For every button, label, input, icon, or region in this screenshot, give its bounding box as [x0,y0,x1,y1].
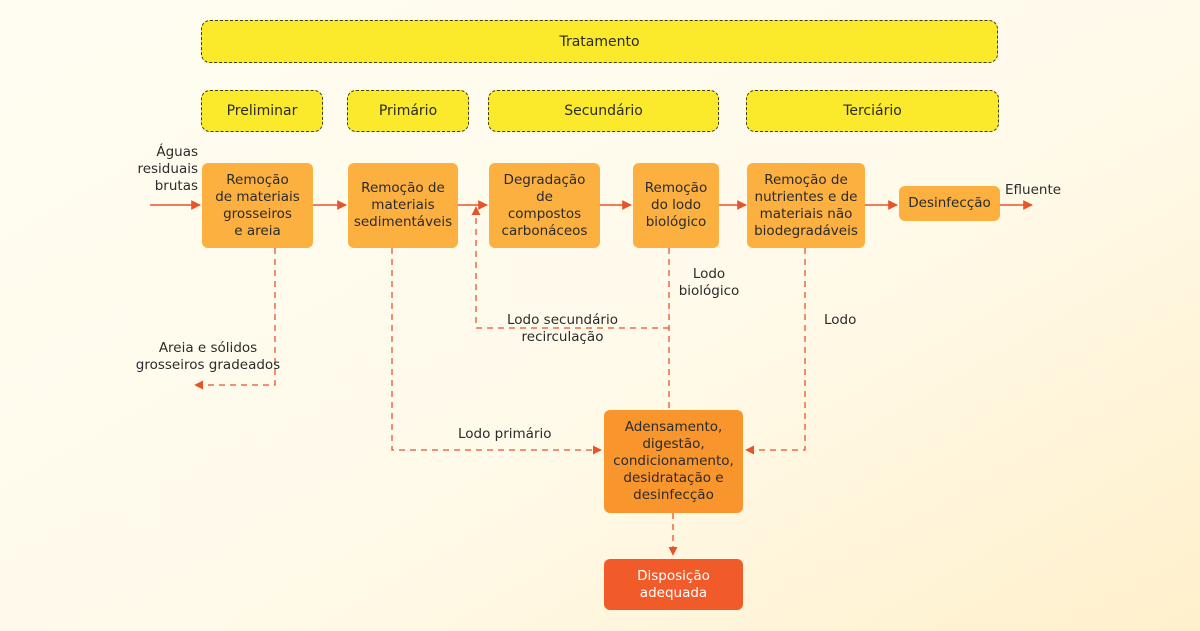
box-sediment-removal: Remoção de materiais sedimentáveis [348,163,458,248]
arrow-primary-sludge [391,248,602,455]
phase-primary: Primário [347,90,469,132]
box-bio-sludge-removal: Remoção do lodo biológico [633,163,719,248]
phase-preliminary: Preliminar [201,90,323,132]
box-coarse-removal: Remoção de materiais grosseiros e areia [202,163,313,248]
label-biological-sludge: Lodo biológico [678,266,740,299]
phase-treatment: Tratamento [201,20,998,63]
box-disposal: Disposição adequada [604,559,743,610]
label-effluent: Efluente [1005,182,1062,198]
box-sludge-treatment: Adensamento, digestão, condicionamento, … [604,410,743,513]
label-raw-water: Águas residuais brutas [137,144,198,194]
arrow-tertiary-sludge [745,248,806,455]
label-tertiary-sludge: Lodo [824,312,857,328]
label-primary-sludge: Lodo primário [458,426,552,442]
arrow-grit-solids [194,248,276,390]
box-carbon-degradation: Degradação de compostos carbonáceos [489,163,600,248]
box-nutrient-removal: Remoção de nutrientes e de materiais não… [747,163,865,248]
box-disinfection: Desinfecção [899,186,1000,221]
phase-secondary: Secundário [488,90,719,132]
phase-tertiary: Terciário [746,90,999,132]
arrow-recirculation [471,206,669,329]
label-grit-solids: Areia e sólidos grosseiros gradeados [135,340,281,373]
label-secondary-recirculation: Lodo secundário recirculação [507,312,618,345]
